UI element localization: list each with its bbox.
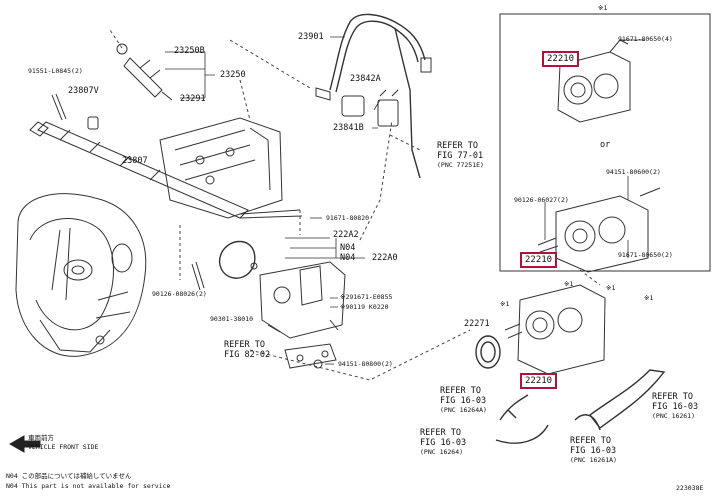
part-label-91671-80820: 91671-80820 [326,214,370,222]
part-label-91671-80650-2: 91671-80650(2) [618,251,673,259]
part-label-91671-80650-4: 91671-80650(4) [618,35,673,43]
throttle-body-main [504,284,606,375]
footnote-jp: N04 この部品については補給していません [6,472,132,480]
highlighted-part-22210-main[interactable]: 22210 [520,373,558,389]
refer-77-line3: (PNC 77251E) [437,161,484,169]
part-label-23250: 23250 [220,70,246,80]
part-label-23291: 23291 [180,94,206,104]
vehicle-front-arrow [8,435,41,453]
dashed-leaders [109,29,601,381]
part-label-90301: 90301-38010 [210,315,254,323]
part-label-90126-08026: 90126-08026(2) [152,290,207,298]
part-label-90126-06027: 90126-06027(2) [514,196,569,204]
refer-77-line2: FIG 77-01 [437,151,484,161]
footnote-en: N04 This part is not available for servi… [6,482,171,490]
note-star1-e: ※1 [564,280,574,288]
refer-16-03d-line2: FIG 16-03 [570,446,617,456]
leader-lines [165,36,645,365]
bolt-94151 [250,262,323,369]
refer-16-03c-line2: FIG 16-03 [652,402,699,412]
refer-82-line1: REFER TO [224,340,265,350]
refer-16-03b-line2: FIG 16-03 [420,438,467,448]
part-label-n04a: N04 [340,243,356,253]
part-label-23841B: 23841B [333,123,364,133]
injector [116,43,173,101]
coolant-hose-b [574,369,666,431]
refer-16-03b-line3: (PNC 16264) [420,448,464,456]
diagram-id: 223038E [676,484,704,492]
refer-16-03a-line3: (PNC 16264A) [440,406,487,414]
throttle-body-inset-top [557,39,631,123]
vehicle-front-en: VEHICLE FRONT SIDE [28,443,99,451]
part-label-23250B: 23250B [174,46,205,56]
refer-82-line2: FIG 82-02 [224,350,271,360]
refer-16-03d-line1: REFER TO [570,436,611,446]
fuel-rail [29,121,303,219]
vsv-23841B [377,89,399,127]
part-label-222A0: 222A0 [372,253,398,263]
note-star1-b: ※1 [500,300,510,308]
note-star1: ※1 [598,4,608,12]
vsv-23842A [315,87,365,117]
note-star1-c: ※1 [606,284,616,292]
throttle-body-center [259,261,346,339]
refer-77-line1: REFER TO [437,141,478,151]
hose-23901 [329,13,426,179]
part-label-94151-80600: 94151-80600(2) [606,168,661,176]
refer-16-03b-line1: REFER TO [420,428,461,438]
small-bolt [51,93,99,130]
refer-16-03c-line1: REFER TO [652,392,693,402]
highlighted-part-22210-inset[interactable]: 22210 [520,252,558,268]
bracket-refer82 [284,343,337,369]
part-label-n04b: N04 [340,253,356,263]
part-label-222A2: 222A2 [333,230,359,240]
part-label-23842A: 23842A [350,74,381,84]
part-label-94151-80800: 94151-80800(2) [338,360,393,368]
intake-manifold [15,193,147,357]
hose-clamp-top [420,57,432,73]
part-label-91551: 91551-L0845(2) [28,67,83,75]
coolant-hose-a [495,394,549,444]
refer-16-03a-line2: FIG 16-03 [440,396,487,406]
highlighted-part-22210-top[interactable]: 22210 [542,51,580,67]
part-label-91671-e0855: ※291671-E0855 [340,293,393,301]
part-label-22271: 22271 [464,319,490,329]
cylinder-head [159,117,283,219]
part-label-23807V: 23807V [68,86,99,96]
gasket-90301 [218,240,256,279]
gasket-22271 [475,335,501,369]
part-label-90119: ※90119 K0220 [340,303,389,311]
refer-16-03d-line3: (PNC 16261A) [570,456,617,464]
vehicle-front-jp: 車両前方 [28,434,54,442]
refer-16-03a-line1: REFER TO [440,386,481,396]
detail-inset-box [499,13,711,272]
note-star1-d: ※1 [644,294,654,302]
part-label-23807: 23807 [122,156,148,166]
or-label: or [600,140,611,150]
refer-16-03c-line3: (PNC 16261) [652,412,696,420]
stud-90126 [191,261,205,291]
part-label-23901: 23901 [298,32,324,42]
